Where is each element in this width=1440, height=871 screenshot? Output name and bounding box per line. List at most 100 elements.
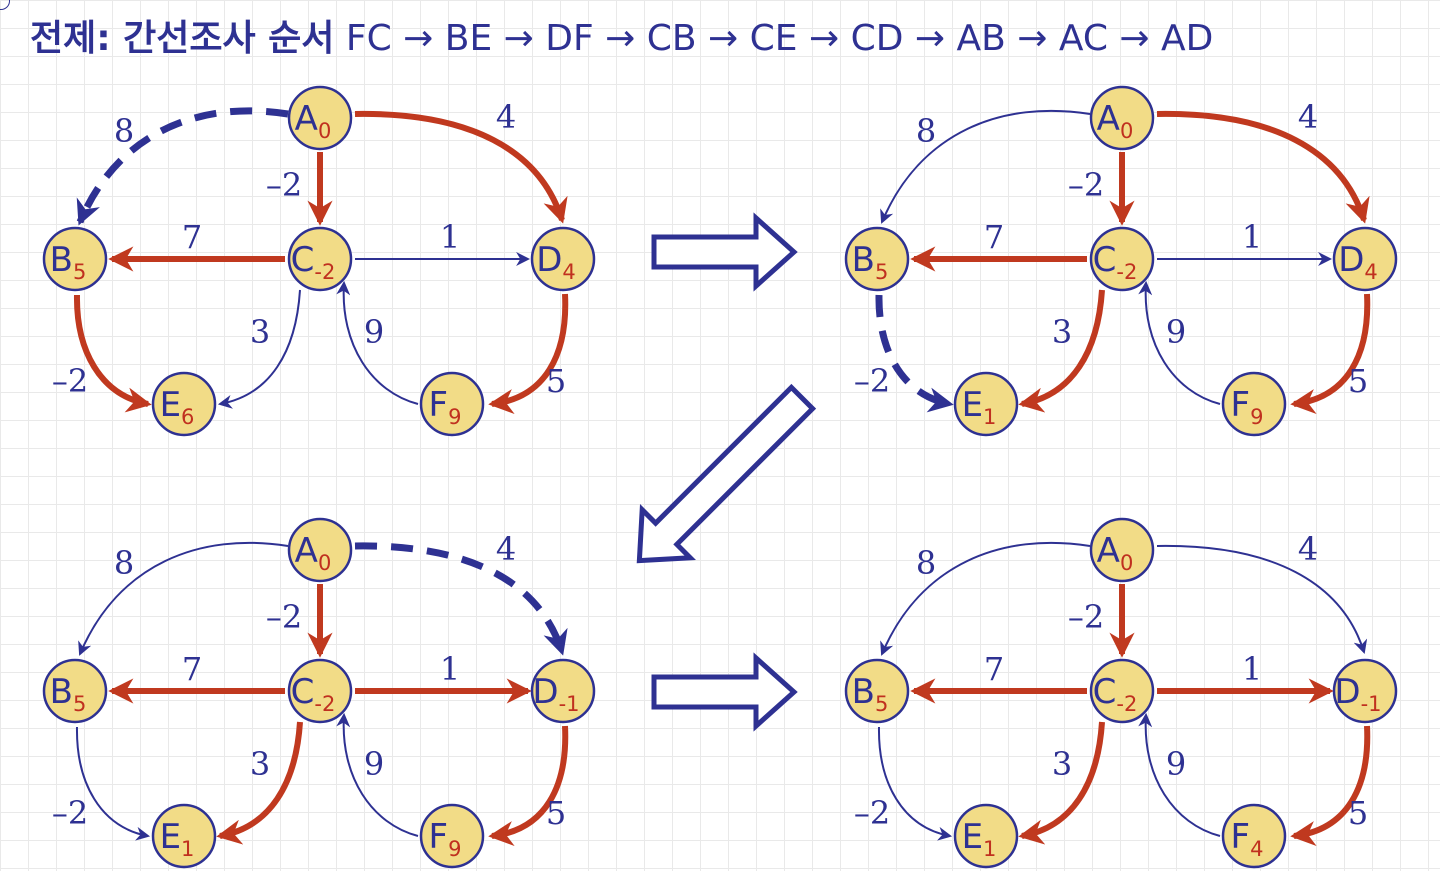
- node-a: A0: [1089, 85, 1155, 151]
- node-label: B5: [852, 240, 889, 284]
- node-circle: [287, 226, 353, 292]
- node-distance: 9: [448, 837, 461, 861]
- node-b: B5: [42, 226, 108, 292]
- node-circle: [1089, 226, 1155, 292]
- node-distance: -2: [1116, 692, 1137, 716]
- edge-a-d: [354, 542, 568, 656]
- node-distance: 5: [73, 260, 86, 284]
- edge-weight-c-e: 3: [1052, 745, 1072, 783]
- node-distance: 1: [983, 405, 996, 429]
- edge-a-b: [880, 541, 1091, 656]
- node-label: A0: [295, 531, 332, 575]
- edge-weight-c-b: 7: [182, 650, 202, 688]
- edge-weight-f-c: 9: [1166, 745, 1186, 783]
- edge-weight-c-b: 7: [984, 218, 1004, 256]
- node-label: D4: [536, 240, 576, 284]
- edge-weight-d-f: 5: [1348, 362, 1368, 400]
- node-e: E1: [953, 371, 1019, 437]
- node-b: B5: [42, 658, 108, 724]
- edge-c-e: [216, 721, 303, 845]
- node-letter: F: [429, 385, 449, 425]
- node-d: D4: [1332, 226, 1398, 292]
- node-d: D4: [530, 226, 596, 292]
- node-c: C-2: [287, 658, 353, 724]
- node-circle: [530, 658, 596, 724]
- node-letter: C: [1093, 672, 1117, 712]
- node-letter: B: [50, 672, 73, 712]
- node-letter: D: [1334, 672, 1360, 712]
- edge-a-b: [78, 541, 289, 656]
- node-label: B5: [50, 672, 87, 716]
- node-circle: [844, 226, 910, 292]
- node-distance: 6: [181, 405, 194, 429]
- edge-d-f: [488, 725, 569, 847]
- node-label: C-2: [291, 240, 336, 284]
- node-label: D-1: [532, 672, 579, 716]
- edge-weight-c-d: 1: [1242, 650, 1262, 688]
- edge-weight-c-e: 3: [250, 313, 270, 351]
- node-label: E1: [962, 385, 997, 429]
- edge-weight-c-b: 7: [984, 650, 1004, 688]
- edge-a-d: [1156, 544, 1368, 655]
- node-e: E1: [151, 803, 217, 869]
- node-letter: D: [1338, 240, 1364, 280]
- node-circle: [287, 517, 353, 583]
- node-c: C-2: [1089, 658, 1155, 724]
- edge-weight-a-b: 8: [916, 112, 936, 150]
- edge-weight-c-d: 1: [1242, 218, 1262, 256]
- edge-f-c: [1138, 712, 1221, 837]
- node-letter: C: [291, 240, 315, 280]
- node-distance: -2: [1116, 260, 1137, 284]
- node-label: B5: [50, 240, 87, 284]
- node-letter: E: [160, 385, 181, 425]
- node-letter: D: [532, 672, 558, 712]
- node-circle: [287, 658, 353, 724]
- node-distance: 0: [1120, 119, 1133, 143]
- edge-f-c: [336, 712, 419, 837]
- node-letter: A: [295, 531, 318, 571]
- node-letter: C: [1093, 240, 1117, 280]
- node-distance: 9: [1250, 405, 1263, 429]
- node-circle: [1089, 517, 1155, 583]
- node-d: D-1: [530, 658, 596, 724]
- node-letter: C: [291, 672, 315, 712]
- node-distance: -1: [1361, 692, 1382, 716]
- node-b: B5: [844, 226, 910, 292]
- edge-weight-b-e: –2: [52, 794, 88, 832]
- node-letter: F: [1231, 817, 1251, 857]
- node-distance: -1: [559, 692, 580, 716]
- edge-weight-a-b: 8: [916, 544, 936, 582]
- edge-a-b: [880, 109, 1091, 224]
- edge-weight-a-c: –2: [266, 598, 302, 636]
- node-letter: E: [962, 817, 983, 857]
- node-circle: [419, 371, 485, 437]
- node-letter: D: [536, 240, 562, 280]
- edge-weight-b-e: –2: [52, 362, 88, 400]
- edge-weight-a-b: 8: [114, 544, 134, 582]
- node-label: F4: [1231, 817, 1264, 861]
- node-label: A0: [1097, 99, 1134, 143]
- edge-a-d: [354, 110, 568, 224]
- edge-weight-d-f: 5: [546, 362, 566, 400]
- edge-weight-c-d: 1: [440, 650, 460, 688]
- node-circle: [42, 226, 108, 292]
- node-letter: A: [1097, 99, 1120, 139]
- node-circle: [1332, 658, 1398, 724]
- edge-weight-f-c: 9: [364, 745, 384, 783]
- node-label: F9: [429, 817, 462, 861]
- node-c: C-2: [287, 226, 353, 292]
- edge-weight-a-c: –2: [266, 166, 302, 204]
- node-letter: A: [295, 99, 318, 139]
- edge-weight-a-d: 4: [1298, 98, 1318, 136]
- edge-b-e: [75, 726, 151, 841]
- node-f: F9: [1221, 371, 1287, 437]
- node-distance: -2: [314, 260, 335, 284]
- node-letter: F: [429, 817, 449, 857]
- node-letter: A: [1097, 531, 1120, 571]
- edge-relaxation-order: FC → BE → DF → CB → CE → CD → AB → AC → …: [345, 18, 1214, 59]
- node-circle: [1221, 803, 1287, 869]
- edge-c-e: [217, 289, 301, 409]
